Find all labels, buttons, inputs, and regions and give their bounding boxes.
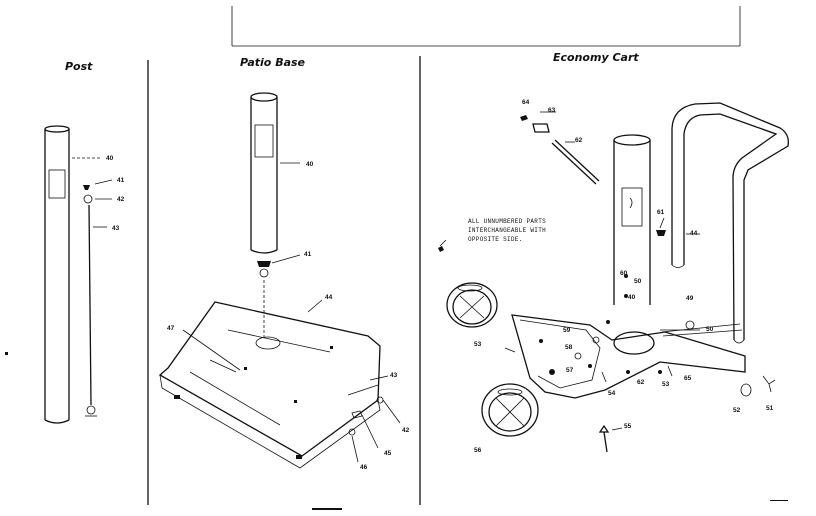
- cart-label-59: 59: [563, 327, 571, 334]
- note-line-2: INTERCHANGEABLE WITH: [468, 227, 547, 234]
- cart-label-61: 61: [657, 209, 665, 216]
- note-line-3: OPPOSITE SIDE.: [468, 236, 523, 243]
- cart-label-53a: 53: [474, 341, 482, 348]
- cart-label-55: 55: [624, 423, 632, 430]
- post-drawing: [44, 125, 113, 424]
- patio-label-41: 41: [304, 251, 312, 258]
- patio-base-section-title: Patio Base: [240, 56, 306, 69]
- post-label-42: 42: [117, 196, 125, 203]
- cart-label-40: 40: [628, 294, 636, 301]
- cart-label-51: 51: [766, 405, 774, 412]
- cart-label-62b: 62: [637, 379, 645, 386]
- patio-label-40: 40: [306, 161, 314, 168]
- cart-label-56: 56: [474, 447, 482, 454]
- post-label-43: 43: [112, 225, 120, 232]
- patio-label-43: 43: [390, 372, 398, 379]
- cart-label-58: 58: [565, 344, 573, 351]
- post-label-40: 40: [106, 155, 114, 162]
- cart-label-54: 54: [608, 390, 616, 397]
- cart-label-64: 64: [522, 99, 530, 106]
- patio-label-46: 46: [360, 464, 368, 471]
- cart-label-49: 49: [686, 295, 694, 302]
- cart-label-50a: 50: [634, 278, 642, 285]
- top-frame: [231, 6, 741, 47]
- cart-label-50b: 50: [706, 326, 714, 333]
- cart-label-57: 57: [566, 367, 574, 374]
- post-section-title: Post: [65, 60, 93, 73]
- cart-label-62: 62: [575, 137, 583, 144]
- cart-label-65: 65: [684, 375, 692, 382]
- cart-label-53b: 53: [662, 381, 670, 388]
- economy-cart-drawing: [438, 102, 789, 453]
- note-line-1: ALL UNNUMBERED PARTS: [468, 218, 547, 225]
- cart-label-60: 60: [620, 270, 628, 277]
- economy-cart-section-title: Economy Cart: [553, 51, 639, 64]
- patio-base-drawing: [158, 92, 401, 469]
- patio-label-45: 45: [384, 450, 392, 457]
- patio-label-44: 44: [325, 294, 333, 301]
- patio-label-42: 42: [402, 427, 410, 434]
- cart-label-44: 44: [690, 230, 698, 237]
- part-number-labels: 40 41 42 43 40 41 44 47 43 42 45 46 64 6…: [106, 99, 774, 471]
- cart-label-52: 52: [733, 407, 741, 414]
- post-label-41: 41: [117, 177, 125, 184]
- cart-label-63: 63: [548, 107, 556, 114]
- unnumbered-parts-note: ALL UNNUMBERED PARTS INTERCHANGEABLE WIT…: [468, 217, 546, 244]
- scan-specks: [5, 352, 788, 510]
- patio-label-47: 47: [167, 325, 175, 332]
